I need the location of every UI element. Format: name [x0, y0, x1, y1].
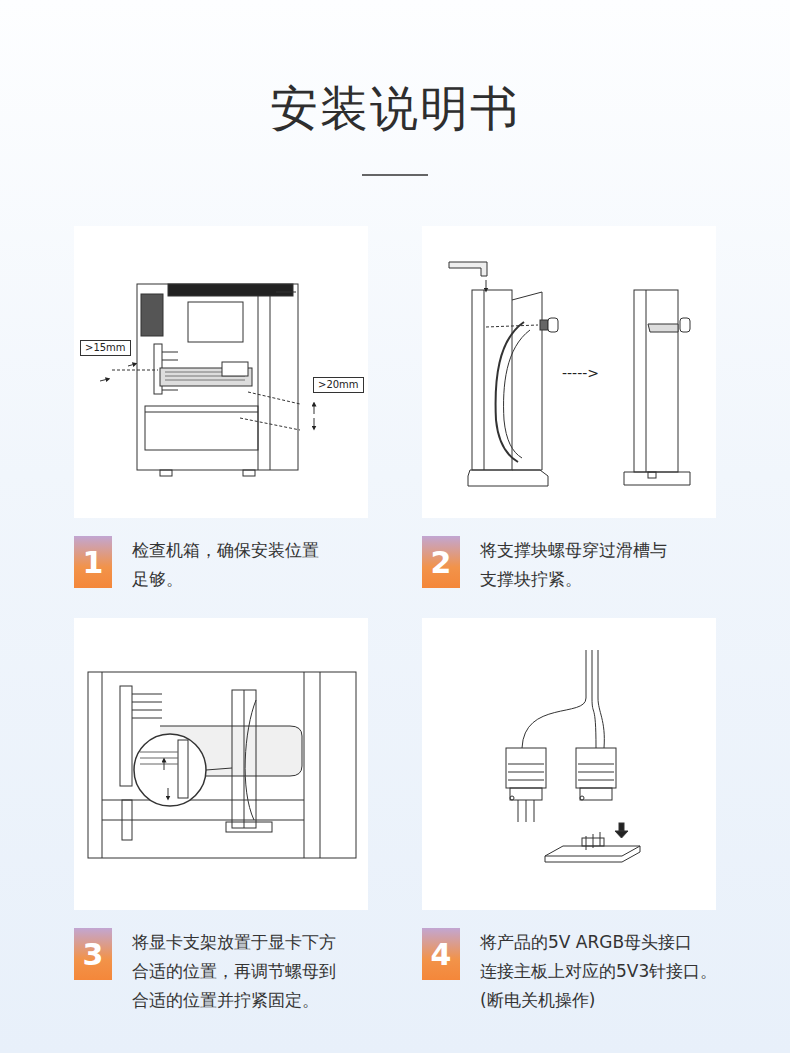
step-description: 将显卡支架放置于显卡下方 合适的位置，再调节螺母到 合适的位置并拧紧固定。: [132, 928, 360, 1015]
dimension-text: >20mm: [318, 379, 359, 390]
title-rule: [362, 174, 428, 176]
step-number: 1: [74, 536, 112, 588]
bracket-drawing: [449, 262, 690, 486]
step-number-text: 3: [83, 937, 104, 972]
case-drawing: [100, 284, 314, 476]
step-number: 3: [74, 928, 112, 980]
installed-drawing: [88, 672, 356, 858]
dimension-box: >15mm: [80, 340, 131, 356]
step-number: 4: [422, 928, 460, 980]
step-number: 2: [422, 536, 460, 588]
step-number-text: 2: [431, 545, 452, 580]
panel: [422, 618, 716, 910]
panel: [74, 618, 368, 910]
panel: [74, 226, 368, 518]
step-description: 将产品的5V ARGB母头接口 连接主板上对应的5V3针接口。 (断电关机操作): [480, 928, 738, 1015]
step-description: 检查机箱，确保安装位置 足够。: [132, 536, 344, 594]
step-description: 将支撑块螺母穿过滑槽与 支撑块拧紧。: [480, 536, 692, 594]
page-title: 安装说明书: [0, 78, 790, 138]
dimension-box: >20mm: [313, 377, 364, 393]
arrow-text: ----->: [562, 364, 632, 382]
panel: [422, 226, 716, 518]
dimension-text: >15mm: [85, 342, 126, 353]
step-number-text: 1: [83, 545, 104, 580]
argb-cable-drawing: [506, 650, 640, 862]
step-number-text: 4: [431, 937, 452, 972]
